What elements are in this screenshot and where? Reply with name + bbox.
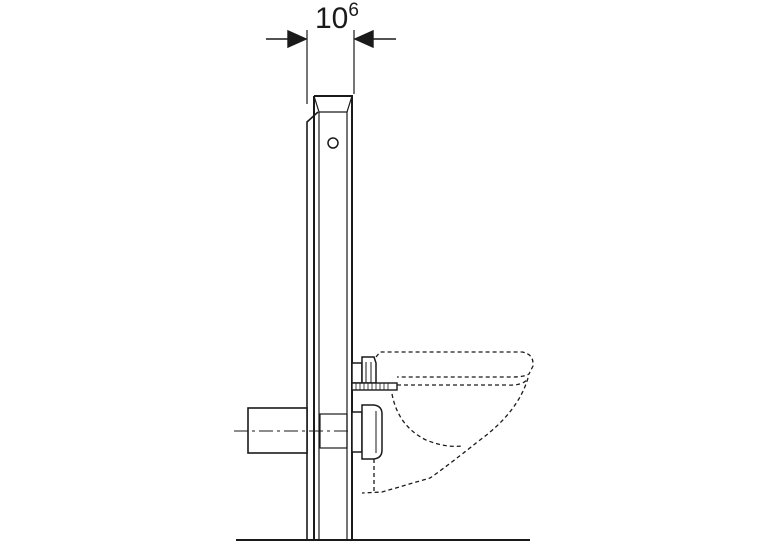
wall-plane: [306, 111, 319, 540]
dimension-label: 106: [315, 0, 359, 35]
toilet-bowl-outline: [361, 351, 534, 494]
flush-button-icon: [327, 137, 339, 149]
dimension-superscript: 6: [348, 0, 359, 21]
dimension-extension-lines: [306, 30, 355, 104]
outlet-flange: [351, 404, 383, 460]
dimension-base: 10: [315, 2, 348, 35]
water-inlet-connector: [351, 356, 377, 384]
mounting-bracket: [351, 382, 398, 391]
dimension-arrows: [266, 29, 396, 49]
sanitary-module-panel: [313, 95, 353, 540]
